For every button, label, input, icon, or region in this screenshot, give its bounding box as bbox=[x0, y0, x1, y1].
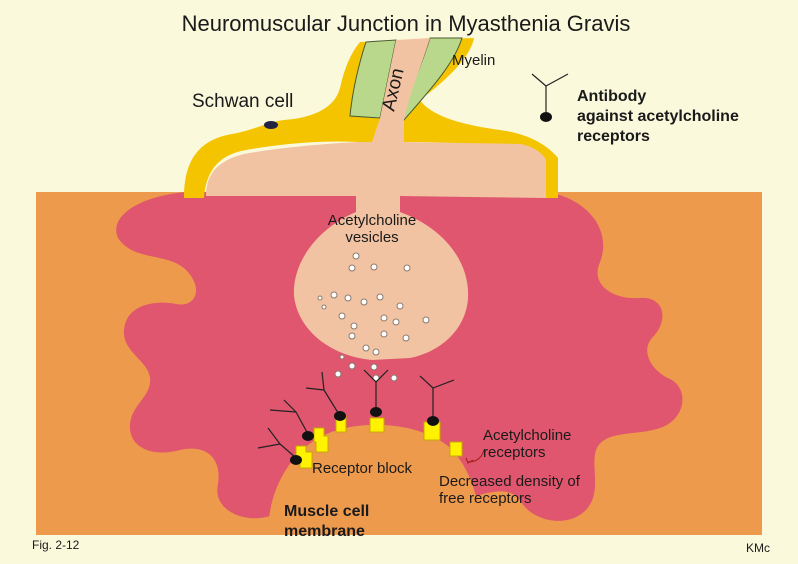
antibody-legend-icon bbox=[531, 73, 569, 114]
acetylcholine-vesicles bbox=[317, 252, 430, 382]
label-antibody-2: against acetylcholine bbox=[577, 108, 739, 125]
vesicle bbox=[317, 295, 323, 301]
label-schwan-cell: Schwan cell bbox=[192, 91, 293, 112]
vesicle bbox=[380, 314, 388, 322]
vesicle bbox=[321, 304, 327, 310]
label-membrane-2: membrane bbox=[284, 523, 365, 540]
vesicle bbox=[372, 374, 380, 382]
label-density-1: Decreased density of bbox=[439, 473, 581, 490]
label-antibody-1: Antibody bbox=[577, 88, 646, 105]
vesicle bbox=[344, 294, 352, 302]
vesicle bbox=[403, 264, 411, 272]
receptor bbox=[369, 417, 385, 433]
antibody-heads bbox=[290, 407, 439, 465]
myelin-left bbox=[349, 39, 397, 119]
vesicle bbox=[422, 316, 430, 324]
label-receptors-2: receptors bbox=[483, 444, 546, 461]
vesicle bbox=[352, 252, 360, 260]
antibody-legend-head bbox=[540, 112, 552, 122]
schwann-nucleus bbox=[264, 121, 278, 129]
vesicle bbox=[348, 362, 356, 370]
label-vesicles-2: vesicles bbox=[345, 229, 398, 246]
label-receptor-block: Receptor block bbox=[312, 460, 413, 477]
vesicle bbox=[348, 264, 356, 272]
vesicle bbox=[392, 318, 400, 326]
antibody-head bbox=[334, 411, 346, 421]
label-membrane-1: Muscle cell bbox=[284, 503, 369, 520]
label-receptors-1: Acetylcholine bbox=[483, 427, 571, 444]
vesicle bbox=[338, 312, 346, 320]
vesicle bbox=[370, 263, 378, 271]
nerve-terminal bbox=[206, 38, 546, 360]
vesicle bbox=[360, 298, 368, 306]
figure-number: Fig. 2-12 bbox=[32, 538, 80, 552]
vesicle bbox=[348, 332, 356, 340]
antibody-head bbox=[302, 431, 314, 441]
figure-credit: KMc bbox=[746, 541, 770, 555]
vesicle bbox=[402, 334, 410, 342]
vesicle bbox=[396, 302, 404, 310]
label-antibody-3: receptors bbox=[577, 128, 650, 145]
diagram-title: Neuromuscular Junction in Myasthenia Gra… bbox=[182, 11, 631, 36]
vesicle bbox=[339, 354, 345, 360]
vesicle bbox=[330, 291, 338, 299]
antibody-head bbox=[370, 407, 382, 417]
vesicle bbox=[370, 363, 378, 371]
label-myelin: Myelin bbox=[452, 52, 495, 69]
vesicle bbox=[362, 344, 370, 352]
vesicle bbox=[390, 374, 398, 382]
schwann-sheath bbox=[184, 38, 558, 198]
receptor bbox=[313, 427, 329, 453]
label-vesicles-1: Acetylcholine bbox=[328, 212, 416, 229]
vesicle bbox=[372, 348, 380, 356]
receptor-pointer-head bbox=[465, 457, 474, 464]
vesicle bbox=[350, 322, 358, 330]
vesicle bbox=[380, 330, 388, 338]
vesicle bbox=[334, 370, 342, 378]
vesicle bbox=[376, 293, 384, 301]
label-density-2: free receptors bbox=[439, 490, 532, 507]
antibody-head bbox=[427, 416, 439, 426]
receptor bbox=[449, 441, 463, 457]
antibody-head bbox=[290, 455, 302, 465]
